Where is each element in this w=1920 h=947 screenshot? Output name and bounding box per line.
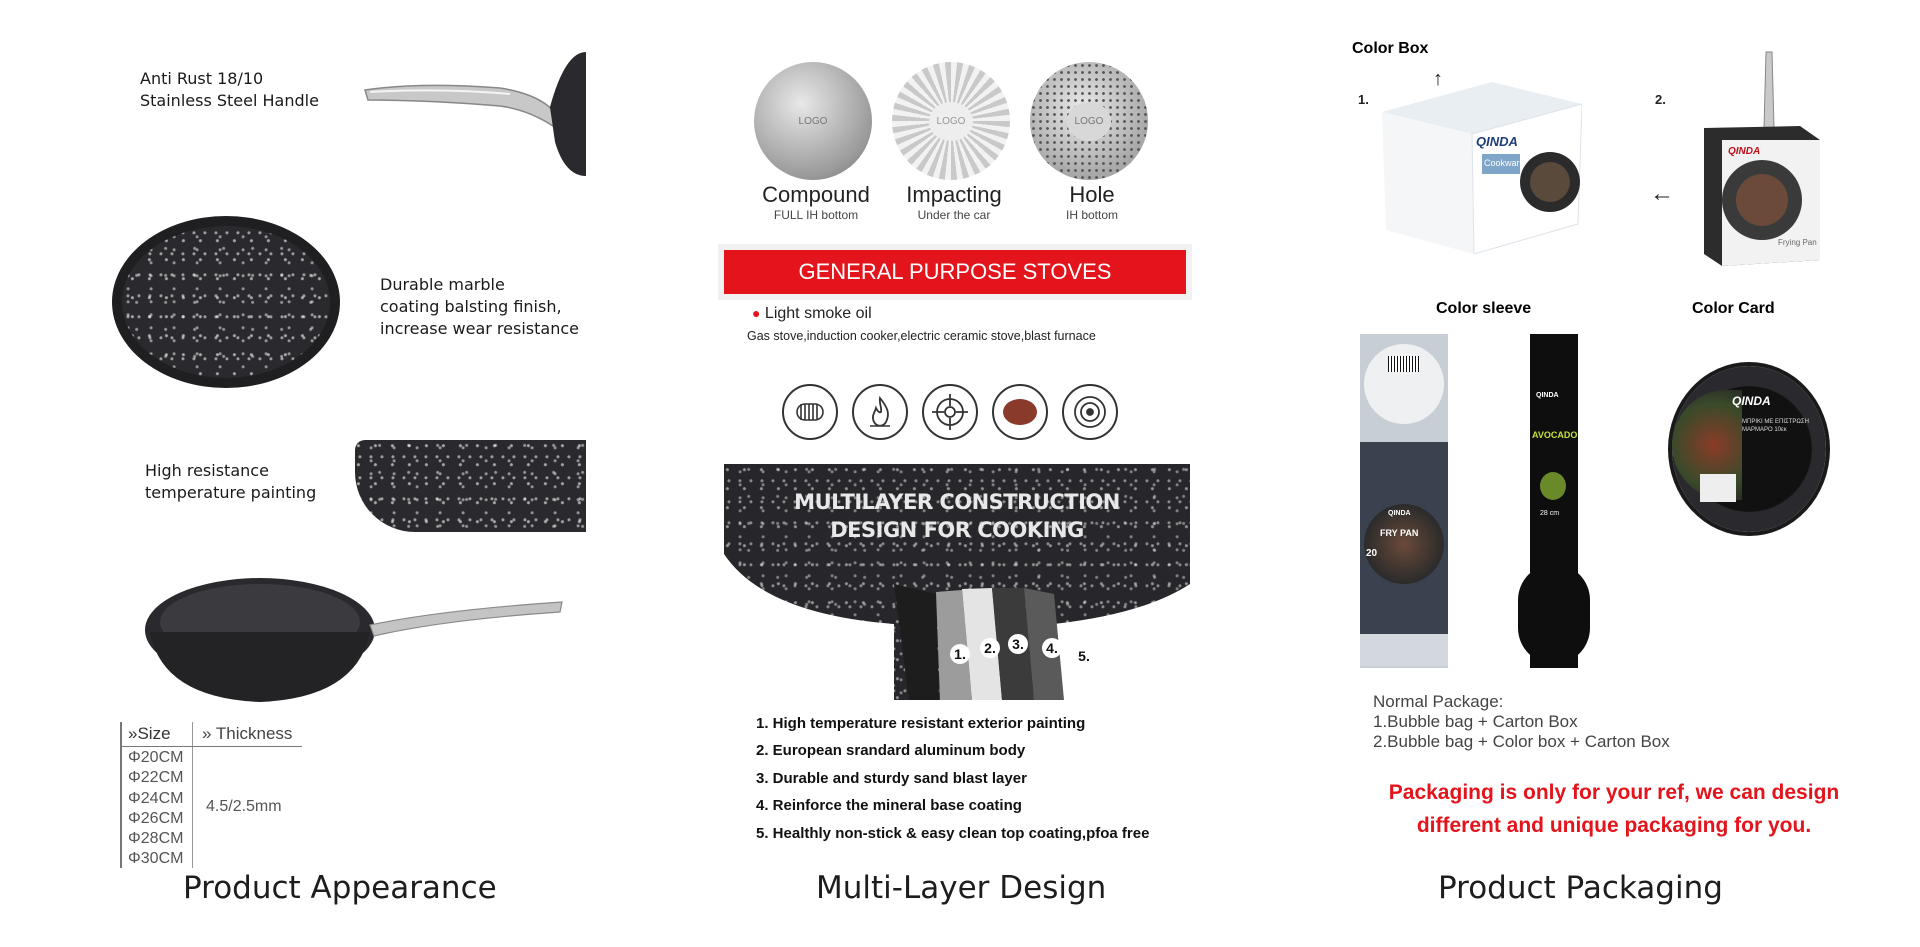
package-option: 2.Bubble bag + Color box + Carton Box [1373, 732, 1670, 751]
left-arrow-icon: ← [1650, 180, 1674, 207]
box-tag: Cookware [1484, 158, 1525, 168]
flame-icon [852, 384, 908, 440]
normal-package-info: Normal Package: 1.Bubble bag + Carton Bo… [1373, 692, 1670, 752]
color-sleeve-2-image: QINDA AVOCADO 28 cm [1514, 334, 1594, 668]
color-box-label: Color Box [1352, 40, 1429, 57]
disc-name: Compound [762, 182, 870, 207]
feature-painting: High resistance temperature painting [145, 461, 317, 502]
handle-closeup-image [364, 52, 586, 176]
layer-list: 1. High temperature resistant exterior p… [756, 710, 1149, 847]
size-item: Φ28CM [128, 830, 184, 848]
disc-name: Impacting [906, 182, 1002, 207]
pan-bottom-types: LOGO Compound FULL IH bottom LOGO Impact… [754, 62, 1154, 232]
feature-coating: Durable marble coating balsting finish, … [380, 275, 579, 338]
option-number-1: 1. [1358, 92, 1369, 107]
disc-subtitle: Under the car [917, 208, 991, 222]
normal-package-heading: Normal Package [1373, 692, 1499, 711]
brand-logo: QINDA [1536, 392, 1559, 399]
frying-pan-image [145, 578, 563, 702]
packaging-note: Packaging is only for your ref, we can d… [1360, 776, 1868, 842]
layer-marker-5: 5. [1074, 646, 1094, 666]
disc-logo: LOGO [928, 101, 974, 141]
size-item: Φ30CM [128, 850, 184, 868]
up-arrow-icon: ↑ [1433, 68, 1443, 90]
color-sleeve-1-image: FRY PAN 20 QINDA [1360, 334, 1448, 668]
general-purpose-banner: GENERAL PURPOSE STOVES [724, 250, 1186, 294]
sleeve-2-tag: AVOCADO [1532, 430, 1578, 440]
gas-burner-icon [922, 384, 978, 440]
color-box-image: QINDA Cookware [1382, 82, 1583, 255]
size-list: Φ20CM Φ22CM Φ24CM Φ26CM Φ28CM Φ30CM [128, 748, 183, 870]
sleeve-1-size: 20 [1366, 548, 1378, 559]
disc-subtitle: FULL IH bottom [773, 208, 859, 222]
size-item: Φ24CM [128, 789, 184, 807]
coil-icon [782, 384, 838, 440]
disc-subtitle: IH bottom [1065, 208, 1119, 222]
thickness-header: Thickness [215, 724, 293, 743]
size-item: Φ22CM [128, 769, 184, 787]
brand-logo: QINDA [1732, 394, 1771, 408]
color-sleeve-label: Color sleeve [1436, 300, 1532, 317]
layer-item: 1. High temperature resistant exterior p… [756, 715, 1086, 732]
disc-hole: LOGO Hole IH bottom [1030, 62, 1154, 222]
card-greek-text: ΜΠΡΙΚΙ ΜΕ ΕΠΙΣΤΡΩΣΗ ΜΑΡΜΑΡΟ 10εκ [1742, 419, 1809, 433]
construction-heading-line1: MULTILAYER CONSTRUCTION [794, 490, 1120, 514]
construction-heading-line2: DESIGN FOR COOKING [830, 518, 1084, 542]
sleeve-1-tag: FRY PAN [1380, 528, 1419, 538]
layer-marker-4: 4. [1042, 638, 1062, 658]
layer-marker-2: 2. [980, 638, 1000, 658]
section-title-appearance: Product Appearance [183, 870, 497, 906]
section-title-packaging: Product Packaging [1438, 870, 1723, 906]
layer-marker-1: 1. [950, 644, 970, 664]
pan-side-image [355, 440, 586, 532]
packaging-note-line: Packaging is only for your ref, we can d… [1388, 781, 1840, 804]
disc-impacting: LOGO Impacting Under the car [892, 62, 1016, 222]
thickness-header-chevron: » [202, 724, 212, 743]
ceramic-plate-icon [992, 384, 1048, 440]
brand-logo: QINDA [1476, 134, 1518, 149]
card-tag: Frying Pan [1778, 238, 1817, 247]
sleeve-2-size: 28 cm [1540, 510, 1560, 517]
disc-logo: LOGO [798, 115, 828, 127]
disc-compound: LOGO Compound FULL IH bottom [754, 62, 878, 222]
brand-logo: QINDA [1728, 146, 1761, 157]
avocado-icon [1540, 472, 1566, 500]
color-card-image: QINDA ΜΠΡΙΚΙ ΜΕ ΕΠΙΣΤΡΩΣΗ ΜΑΡΜΑΡΟ 10εκ [1672, 366, 1826, 532]
packaging-note-line: different and unique packaging for you. [1416, 814, 1812, 837]
color-card-label: Color Card [1692, 300, 1775, 317]
layer-item: 5. Healthly non-stick & easy clean top c… [756, 824, 1150, 842]
pan-surface-image [112, 216, 340, 388]
bullet-text: Light smoke oil [764, 305, 872, 322]
layer-item: 2. European srandard aluminum body [756, 742, 1026, 760]
thickness-value: 4.5/2.5mm [206, 798, 282, 815]
section-title-multilayer: Multi-Layer Design [816, 870, 1107, 906]
size-item: Φ20CM [128, 749, 184, 766]
induction-icon [1062, 384, 1118, 440]
feature-handle: Anti Rust 18/10 Stainless Steel Handle [140, 69, 319, 110]
option-number-2: 2. [1655, 92, 1666, 107]
compatible-stoves-text: Gas stove,induction cooker,electric cera… [747, 329, 1096, 343]
barcode-icon [1388, 356, 1420, 372]
disc-name: Hole [1069, 182, 1115, 207]
multilayer-construction-image: MULTILAYER CONSTRUCTION DESIGN FOR COOKI… [724, 464, 1190, 700]
size-header: Size [137, 724, 171, 743]
brand-logo: QINDA [1388, 510, 1411, 517]
stove-icons-row [782, 384, 1122, 440]
package-option: 1.Bubble bag + Carton Box [1373, 712, 1578, 731]
layer-marker-3: 3. [1008, 634, 1028, 654]
color-card-box-image: QINDA Frying Pan [1700, 48, 1822, 268]
disc-logo: LOGO [1066, 101, 1112, 141]
size-item: Φ26CM [128, 809, 184, 827]
layer-item: 3. Durable and sturdy sand blast layer [756, 769, 1027, 787]
size-header-chevron: » [128, 724, 138, 743]
layer-item: 4. Reinforce the mineral base coating [756, 797, 1022, 815]
heading-colon: : [1498, 692, 1504, 711]
light-smoke-bullet: ● Light smoke oil [752, 305, 872, 322]
